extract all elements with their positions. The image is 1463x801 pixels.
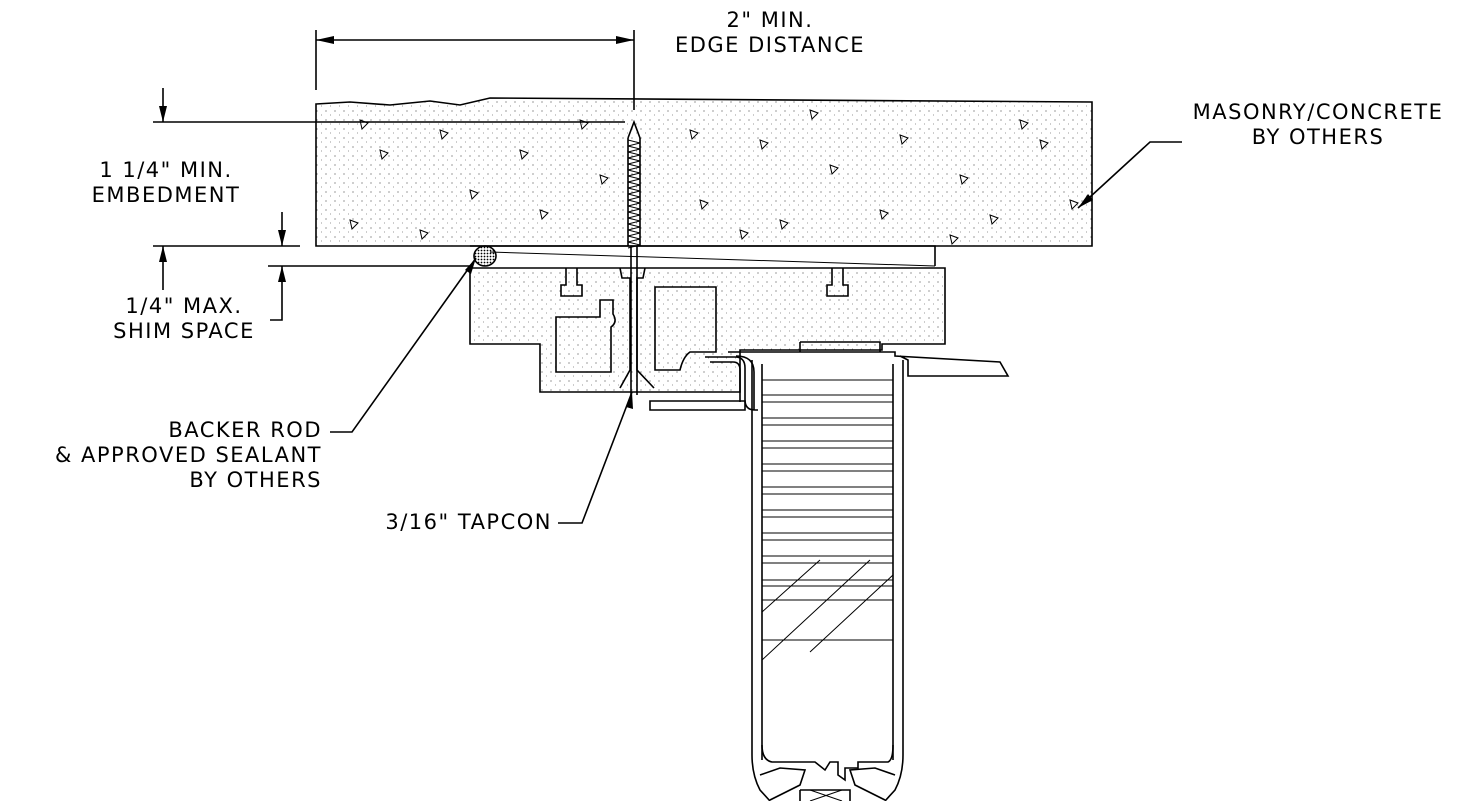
aggregate-mark: [949, 234, 959, 245]
masonry-concrete-slab: [315, 97, 1093, 247]
aggregate-mark: [519, 149, 529, 160]
tapcon-label: 3/16" TAPCON: [385, 510, 552, 534]
aggregate-mark: [779, 219, 789, 230]
aggregate-mark: [469, 189, 479, 200]
aggregate-mark: [439, 129, 449, 140]
backer-rod-line-1: BACKER ROD: [168, 418, 322, 442]
aggregate-mark: [899, 134, 909, 145]
embedment-line-1: 1 1/4" MIN.: [99, 158, 233, 182]
aggregate-mark: [879, 209, 889, 220]
aggregate-mark: [379, 149, 389, 160]
masonry-line-1: MASONRY/CONCRETE: [1192, 100, 1444, 124]
embedment-label: 1 1/4" MIN. EMBEDMENT: [76, 158, 256, 208]
aggregate-mark: [829, 164, 839, 175]
sash-extrusion-lines: [762, 379, 893, 601]
aggregate-mark: [1039, 139, 1049, 150]
window-sash: [705, 341, 1010, 801]
frame-head-receptor: [469, 267, 946, 411]
shim-space: [470, 245, 936, 267]
backer-rod: [473, 245, 497, 267]
masonry-line-2: BY OTHERS: [1251, 125, 1385, 149]
edge-distance-label: 2" MIN. EDGE DISTANCE: [650, 8, 890, 58]
backer-rod-line-3: BY OTHERS: [189, 468, 322, 492]
aggregate-mark: [1069, 199, 1079, 210]
edge-distance-line-1: 2" MIN.: [726, 8, 814, 32]
aggregate-mark: [599, 174, 609, 185]
backer-rod-line-2: & APPROVED SEALANT: [54, 443, 322, 467]
shim-line-2: SHIM SPACE: [113, 319, 255, 343]
aggregate-mark: [699, 199, 709, 210]
aggregate-mark: [1019, 119, 1029, 130]
aggregate-mark: [959, 174, 969, 185]
masonry-label: MASONRY/CONCRETE BY OTHERS: [1176, 100, 1460, 150]
aggregate-mark: [349, 219, 359, 230]
aggregate-mark: [759, 139, 769, 150]
tapcon-screw: [627, 119, 641, 395]
aggregate-mark: [739, 229, 749, 240]
edge-distance-line-2: EDGE DISTANCE: [674, 33, 866, 57]
aggregate-mark: [539, 209, 549, 220]
aggregate-mark: [689, 129, 699, 140]
backer-rod-label: BACKER ROD & APPROVED SEALANT BY OTHERS: [10, 418, 322, 493]
concrete-aggregate-marks: [349, 109, 1079, 245]
aggregate-mark: [419, 229, 429, 240]
dimension-lines: [153, 30, 635, 321]
embedment-line-2: EMBEDMENT: [91, 183, 241, 207]
aggregate-mark: [809, 109, 819, 120]
shim-line-1: 1/4" MAX.: [125, 294, 243, 318]
shim-space-label: 1/4" MAX. SHIM SPACE: [104, 294, 264, 344]
leader-lines: [330, 141, 1182, 524]
aggregate-mark: [989, 214, 999, 225]
